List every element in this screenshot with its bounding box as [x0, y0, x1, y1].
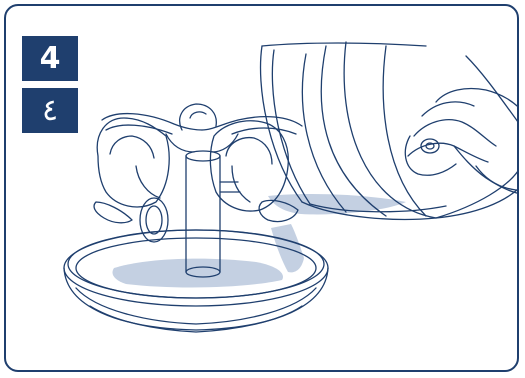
- soother-left: [94, 118, 169, 242]
- step-number-badge: 4: [22, 36, 78, 81]
- jug-outline: [261, 42, 519, 219]
- dish-stem: [186, 151, 220, 277]
- pour-water-into-steriliser-illustration: [6, 6, 519, 372]
- instruction-panel: 4 ٤: [4, 4, 519, 372]
- holder-arms: [102, 104, 302, 152]
- step-number-arabic-badge: ٤: [22, 88, 78, 133]
- hand-outline: [405, 89, 519, 195]
